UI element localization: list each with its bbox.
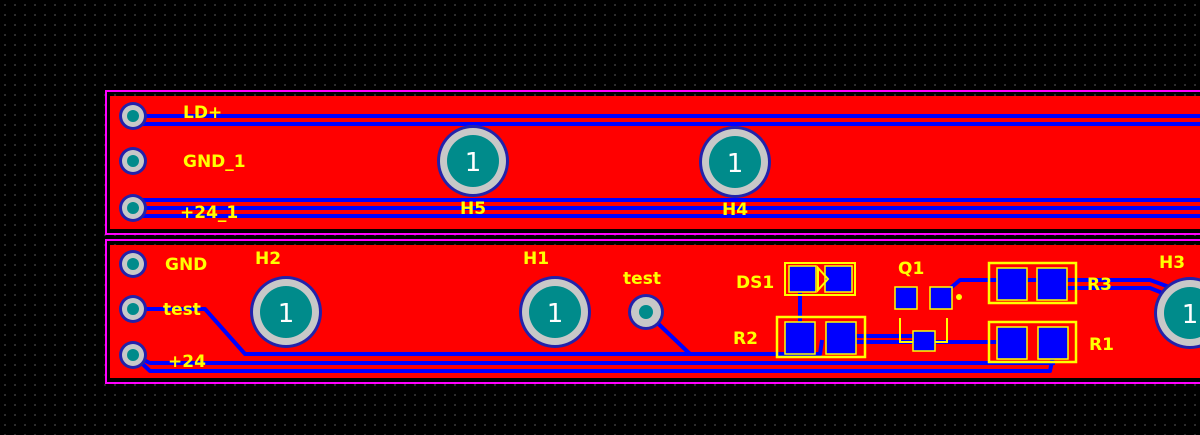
mounting-hole-h3[interactable]: 1 xyxy=(1154,277,1200,349)
test-point-label: test xyxy=(623,269,661,289)
hole-pad-number: 1 xyxy=(1182,300,1199,330)
designator-r2: R2 xyxy=(733,329,758,349)
net-label-plus24: +24 xyxy=(168,352,206,372)
designator-h4: H4 xyxy=(722,200,748,220)
top-board-traces xyxy=(133,114,1200,218)
connector-pad-plus24-1[interactable] xyxy=(119,194,147,222)
net-label-plus24-1: +24_1 xyxy=(180,203,238,223)
component-q1[interactable] xyxy=(894,286,962,352)
component-r2[interactable] xyxy=(775,315,867,359)
designator-q1: Q1 xyxy=(898,259,924,279)
mounting-hole-h2[interactable]: 1 xyxy=(250,276,322,348)
net-label-gnd: GND xyxy=(165,255,207,275)
top-board-outline xyxy=(105,90,1200,235)
designator-h2: H2 xyxy=(255,249,281,269)
designator-r3: R3 xyxy=(1087,275,1112,295)
designator-h1: H1 xyxy=(523,249,549,269)
connector-pad-test[interactable] xyxy=(119,295,147,323)
connector-pad-gnd[interactable] xyxy=(119,250,147,278)
hole-pad-number: 1 xyxy=(727,149,744,179)
top-board: LD+ GND_1 +24_1 1 H5 1 H4 xyxy=(105,90,1200,235)
connector-pad-gnd-1[interactable] xyxy=(119,147,147,175)
component-r3[interactable] xyxy=(987,261,1078,305)
mounting-hole-h4[interactable]: 1 xyxy=(699,126,771,198)
bottom-board: GND test +24 H2 1 H1 1 H3 1 test xyxy=(105,239,1200,384)
bottom-connector-pads xyxy=(119,250,147,369)
connector-pad-ld-plus[interactable] xyxy=(119,102,147,130)
net-label-ld-plus: LD+ xyxy=(183,103,222,123)
designator-h3: H3 xyxy=(1159,253,1185,273)
mounting-hole-h1[interactable]: 1 xyxy=(519,276,591,348)
hole-pad-number: 1 xyxy=(465,148,482,178)
mounting-hole-h5[interactable]: 1 xyxy=(437,125,509,197)
top-connector-pads xyxy=(119,102,147,222)
connector-pad-plus24[interactable] xyxy=(119,341,147,369)
hole-pad-number: 1 xyxy=(547,299,564,329)
designator-h5: H5 xyxy=(460,199,486,219)
test-point-pad[interactable] xyxy=(628,294,664,330)
bottom-board-outline xyxy=(105,239,1200,384)
hole-pad-number: 1 xyxy=(278,299,295,329)
designator-r1: R1 xyxy=(1089,335,1114,355)
net-label-test: test xyxy=(163,300,201,320)
component-r1[interactable] xyxy=(987,320,1078,364)
net-label-gnd-1: GND_1 xyxy=(183,152,246,172)
designator-ds1: DS1 xyxy=(736,273,774,293)
component-ds1[interactable] xyxy=(784,262,856,296)
